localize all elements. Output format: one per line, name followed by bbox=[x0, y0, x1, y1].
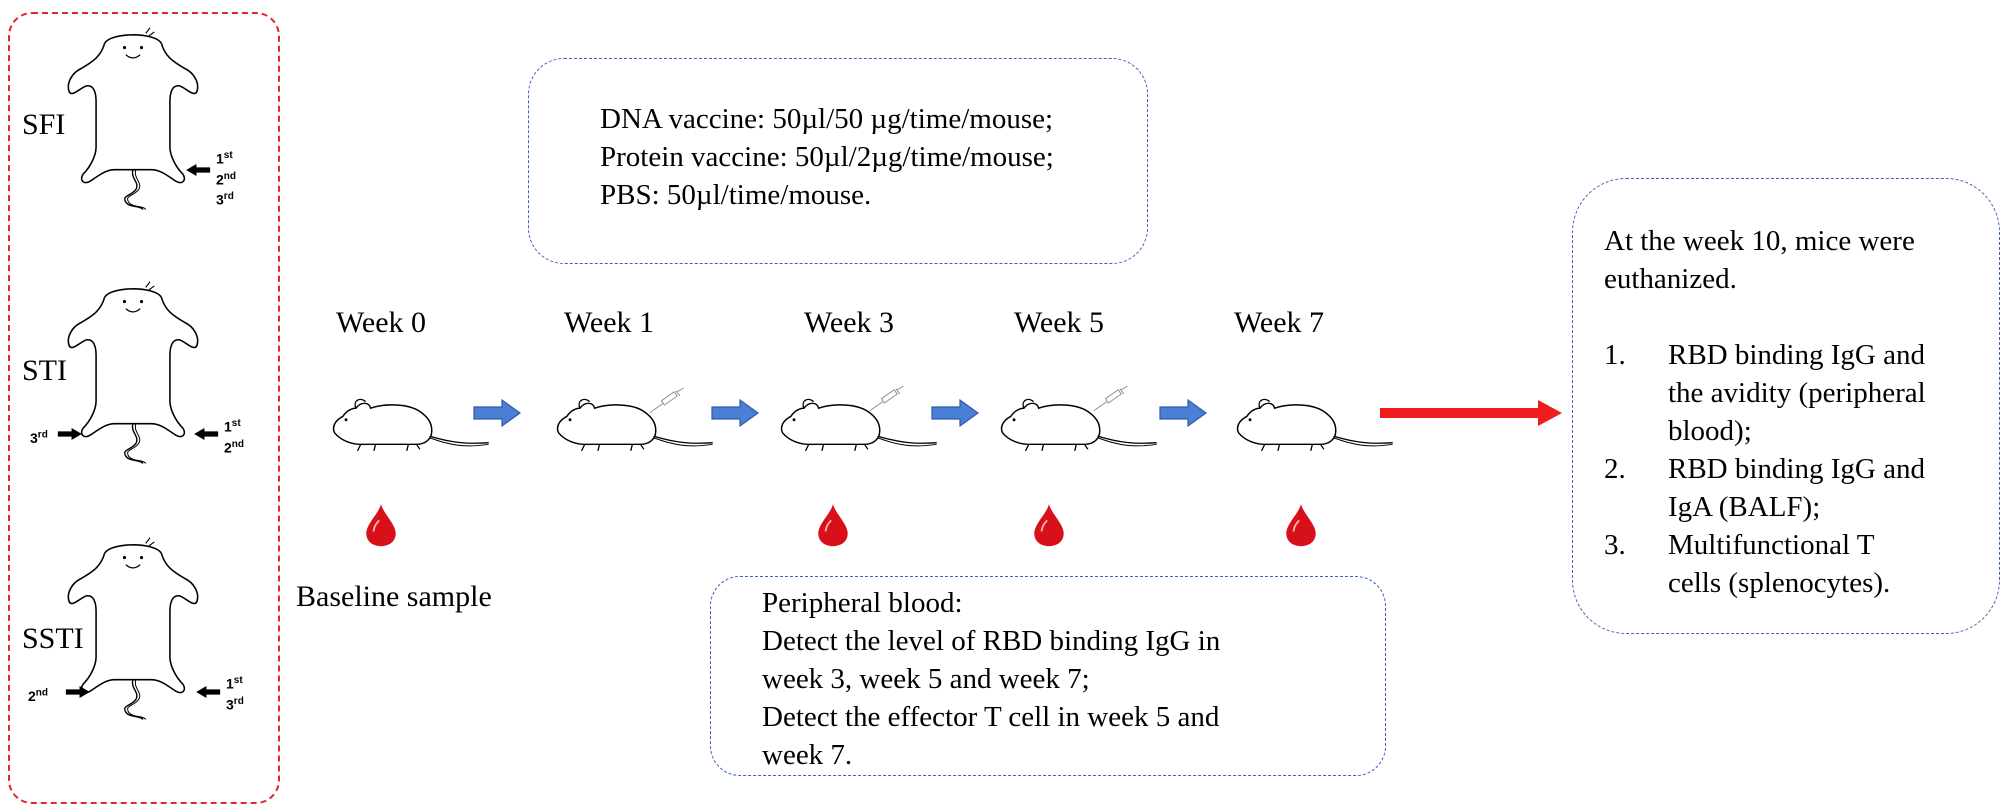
dose-info-box bbox=[528, 58, 1148, 264]
mouse-icon bbox=[1232, 390, 1396, 456]
mouse-icon bbox=[996, 390, 1160, 456]
sti-left-site-label: 3rd bbox=[30, 429, 48, 446]
injection-sites-panel bbox=[8, 12, 280, 804]
endpoint-item-1: 1. RBD binding IgG and the avidity (peri… bbox=[1604, 339, 1926, 447]
syringe-icon bbox=[1092, 386, 1132, 412]
blood-drop-icon bbox=[1282, 502, 1320, 548]
blood-drop-icon bbox=[1030, 502, 1068, 548]
arrow-right-icon bbox=[64, 686, 90, 698]
baseline-sample-label: Baseline sample bbox=[296, 580, 492, 613]
ssti-right-site-labels: 1st 3rd bbox=[226, 675, 244, 713]
endpoint-box bbox=[1572, 178, 2000, 634]
blood-line-tcell: Detect the effector T cell in week 5 and bbox=[762, 701, 1220, 733]
mouse-icon bbox=[328, 390, 492, 456]
dose-line-dna: DNA vaccine: 50µl/50 µg/time/mouse; bbox=[600, 103, 1054, 135]
syringe-icon bbox=[648, 388, 688, 414]
arrow-right-icon bbox=[472, 398, 522, 428]
group-label-sfi: SFI bbox=[22, 108, 66, 141]
endpoint-intro: At the week 10, mice were euthanized. bbox=[1604, 225, 1915, 295]
blood-detection-lines: Peripheral blood: Detect the level of RB… bbox=[762, 584, 1220, 774]
blood-line-weeks: week 3, week 5 and week 7; bbox=[762, 663, 1090, 695]
mouse-pelt-icon bbox=[62, 274, 204, 474]
blood-line-igg: Detect the level of RBD binding IgG in bbox=[762, 625, 1221, 657]
blood-detection-box bbox=[710, 576, 1386, 776]
endpoint-item-3: 3. Multifunctional T cells (splenocytes)… bbox=[1604, 529, 1891, 599]
blood-line-week7: week 7. bbox=[762, 739, 853, 771]
arrow-right-icon bbox=[1380, 400, 1562, 426]
week-label-5: Week 5 bbox=[1014, 306, 1105, 339]
ssti-left-site-label: 2nd bbox=[28, 687, 49, 704]
sti-right-site-labels: 1st 2nd bbox=[224, 418, 245, 456]
blood-drop-icon bbox=[362, 502, 400, 548]
mouse-icon bbox=[776, 390, 940, 456]
sfi-site-labels: 1st 2nd 3rd bbox=[216, 150, 237, 208]
mouse-icon bbox=[552, 390, 716, 456]
week-label-7: Week 7 bbox=[1234, 306, 1325, 339]
mouse-pelt-icon bbox=[62, 530, 204, 730]
week-label-0: Week 0 bbox=[336, 306, 427, 339]
endpoint-item-2: 2. RBD binding IgG and IgA (BALF); bbox=[1604, 453, 1925, 523]
mouse-pelt-icon bbox=[62, 20, 204, 220]
week-label-3: Week 3 bbox=[804, 306, 895, 339]
dose-line-pbs: PBS: 50µl/time/mouse. bbox=[600, 179, 872, 211]
dose-lines: DNA vaccine: 50µl/50 µg/time/mouse; Prot… bbox=[600, 100, 1054, 214]
endpoint-list: 1. RBD binding IgG and the avidity (peri… bbox=[1604, 336, 1984, 602]
dose-line-protein: Protein vaccine: 50µl/2µg/time/mouse; bbox=[600, 141, 1054, 173]
arrow-right-icon bbox=[1158, 398, 1208, 428]
group-label-ssti: SSTI bbox=[22, 622, 84, 655]
arrow-left-icon bbox=[194, 428, 220, 440]
blood-drop-icon bbox=[814, 502, 852, 548]
arrow-right-icon bbox=[930, 398, 980, 428]
arrow-left-icon bbox=[186, 164, 212, 176]
blood-line-title: Peripheral blood: bbox=[762, 587, 963, 619]
arrow-right-icon bbox=[56, 428, 82, 440]
arrow-right-icon bbox=[710, 398, 760, 428]
arrow-left-icon bbox=[196, 686, 222, 698]
group-label-sti: STI bbox=[22, 354, 67, 387]
syringe-icon bbox=[868, 386, 908, 412]
week-label-1: Week 1 bbox=[564, 306, 655, 339]
